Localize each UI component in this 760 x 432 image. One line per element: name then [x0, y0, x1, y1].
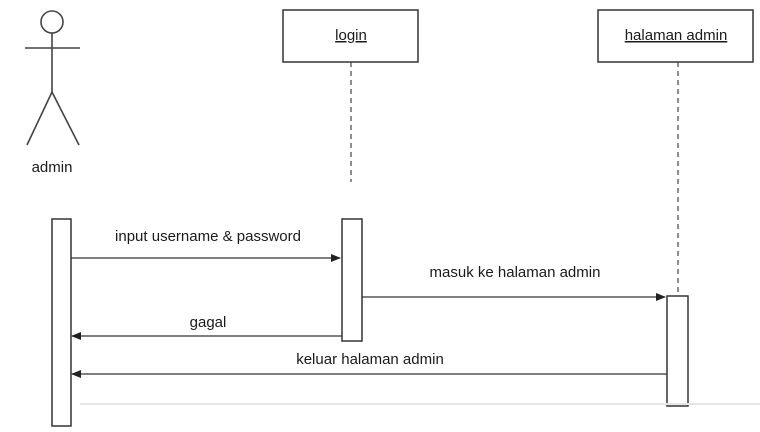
actor-head [40, 10, 64, 34]
activation-halaman-admin [666, 295, 689, 407]
object-box-halaman-admin [597, 9, 754, 63]
actor-right-leg [51, 91, 80, 146]
actor-left-leg [26, 91, 53, 146]
object-label-halaman-admin: halaman admin [625, 27, 728, 44]
activation-login [341, 218, 363, 342]
message-label: masuk ke halaman admin [430, 264, 601, 281]
actor-label-admin: admin [32, 159, 73, 176]
object-box-login [282, 9, 419, 63]
activation-admin [51, 218, 72, 427]
object-halaman-admin: halaman admin [597, 9, 754, 296]
object-label-login: login [335, 27, 367, 44]
message-input-username-password: input username & password [71, 228, 341, 262]
message-label: gagal [190, 314, 227, 331]
message-masuk-ke-halaman-admin: masuk ke halaman admin [362, 264, 666, 301]
actor-admin: admin [25, 10, 80, 176]
message-gagal: gagal [71, 314, 342, 340]
object-login: login [282, 9, 419, 182]
message-label: keluar halaman admin [296, 351, 444, 368]
message-keluar-halaman-admin: keluar halaman admin [71, 351, 667, 378]
message-label: input username & password [115, 228, 301, 245]
